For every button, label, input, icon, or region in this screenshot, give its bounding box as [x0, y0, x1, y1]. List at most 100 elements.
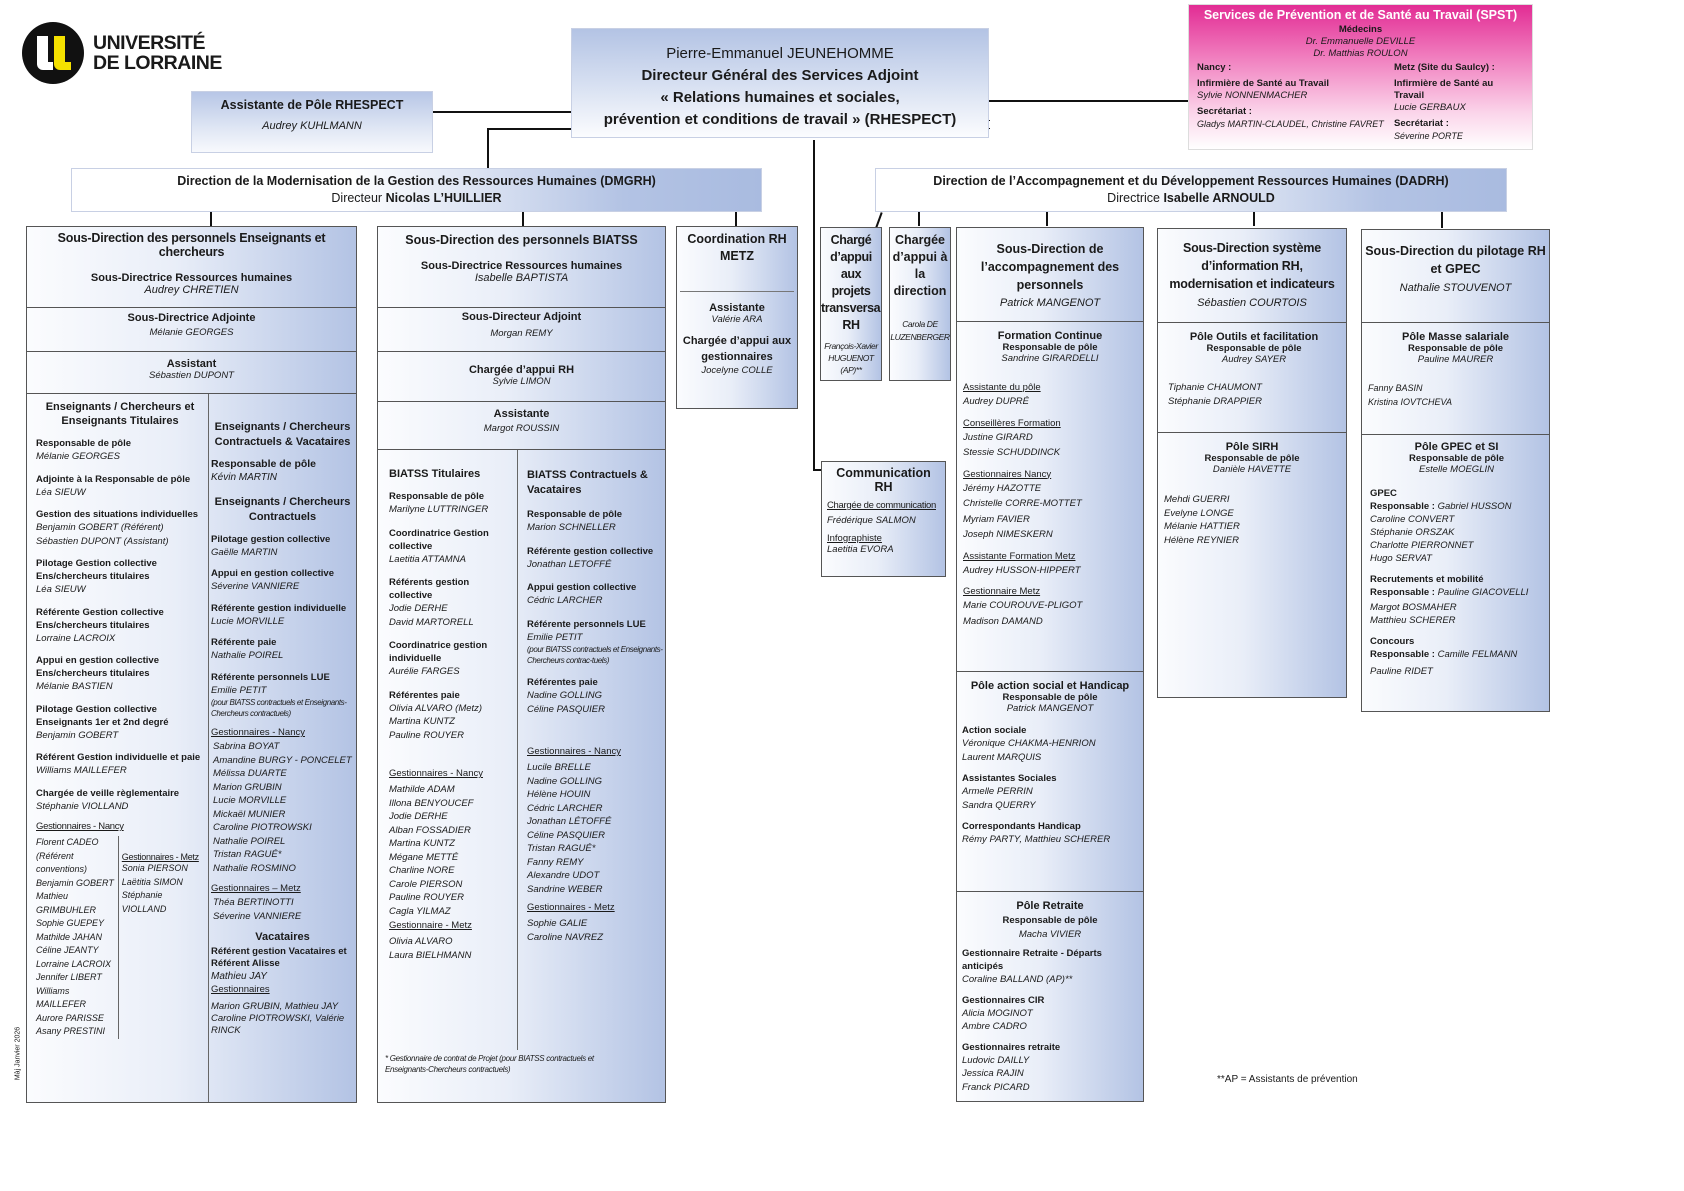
person-name: Rémy PARTY, Matthieu SCHERER	[962, 834, 1111, 845]
sd-biatss-s1-name: Isabelle BAPTISTA	[474, 272, 569, 284]
person-name: Céline PASQUIER	[527, 829, 605, 841]
ens-right-subtitle: Enseignants / Chercheurs Contractuels	[214, 495, 351, 523]
outils-resp-name: Audrey SAYER	[1221, 354, 1287, 365]
person-name: Ludovic DAILLY	[962, 1054, 1030, 1066]
role-label: Appui en gestion collective Ens/chercheu…	[36, 655, 159, 679]
connector	[487, 128, 489, 168]
person-name: Nathalie ROSMINO	[213, 862, 296, 874]
gpec-resp-label: Responsable de pôle	[1408, 453, 1505, 464]
person-name: Mathilde ADAM	[389, 784, 455, 795]
role-group: Gestionnaire Retraite - Départs anticipé…	[962, 947, 1138, 987]
charge-projets-name: François-Xavier HUGUENOT (AP)**	[824, 341, 878, 375]
recr-resp-prefix: Responsable :	[1370, 587, 1435, 598]
director-scope-line1: « Relations humaines et sociales,	[660, 89, 900, 106]
ap-footnote: **AP = Assistants de prévention	[1217, 1074, 1358, 1085]
person-name: Mélissa DUARTE	[213, 768, 287, 779]
role-label: Assistante Formation Metz	[963, 550, 1076, 562]
connector	[918, 212, 920, 226]
spst-medecin: Dr. Emmanuelle DEVILLE	[1305, 36, 1416, 47]
person-name: Sébastien DUPONT (Assistant)	[36, 535, 169, 547]
spst-title: Services de Prévention et de Santé au Tr…	[1203, 8, 1518, 22]
person-name: Alban FOSSADIER	[389, 824, 471, 836]
sd-biatss-title: Sous-Direction des personnels BIATSS	[405, 233, 638, 247]
recr-resp: Pauline GIACOVELLI	[1437, 587, 1529, 598]
social-title: Pôle action social et Handicap	[970, 680, 1130, 692]
role-label: Pilotage Gestion collective Enseignants …	[36, 703, 169, 728]
sirh-resp-label: Responsable de pôle	[1204, 453, 1300, 464]
role-label: Appui en gestion collective	[211, 568, 334, 579]
sd-pilotage-name: Nathalie STOUVENOT	[1399, 282, 1512, 294]
communication-rh-box: Communication RH Chargée de communicatio…	[821, 461, 946, 577]
dmgrh-role: Directeur	[331, 191, 383, 205]
person-name: Lorraine LACROIX	[36, 958, 112, 969]
person-name: Nadine GOLLING	[527, 775, 602, 787]
role-group: Pilotage Gestion collective Enseignants …	[36, 703, 204, 743]
person-name: Hugo SERVAT	[1370, 553, 1432, 564]
role-note: (pour BIATSS contractuels et Enseignants…	[211, 698, 347, 718]
person-name: Emilie PETIT	[527, 631, 583, 643]
person-name: Séverine VANNIERE	[213, 910, 302, 922]
gpec-pole-title: Pôle GPEC et SI	[1414, 441, 1499, 453]
person-name: Stéphanie VIOLLAND	[121, 890, 167, 914]
person-name: Coraline BALLAND (AP)**	[962, 974, 1073, 985]
role-label: Action sociale	[962, 725, 1027, 736]
person-name: Olivia ALVARO (Metz)	[389, 702, 483, 714]
person-name: Asany PRESTINI	[36, 1026, 106, 1036]
sd-biatss-s3-name: Sylvie LIMON	[492, 376, 551, 387]
person-name: David MARTORELL	[389, 616, 474, 628]
sd-si-name: Sébastien COURTOIS	[1197, 297, 1307, 309]
assistante-pole-title: Assistante de Pôle RHESPECT	[220, 98, 404, 112]
logo-line1: UNIVERSITÉ	[93, 32, 206, 54]
charge-direction-title: Chargée d’appui à la direction	[892, 233, 948, 298]
person-name: Mehdi GUERRI	[1164, 494, 1230, 505]
biatss-right-gest-nancy-label: Gestionnaires - Nancy	[527, 746, 621, 757]
ens-left-title: Enseignants / Chercheurs et Enseignants …	[45, 401, 195, 427]
person-name: Myriam FAVIER	[963, 513, 1030, 525]
spst-metz-inf: Lucie GERBAUX	[1393, 102, 1466, 113]
connector	[989, 120, 990, 121]
ens-right-gest-nancy-label: Gestionnaires - Nancy	[211, 727, 305, 738]
gpec-resp-prefix: Responsable :	[1370, 501, 1435, 512]
person-name: Aurélie FARGES	[389, 666, 460, 677]
person-name: Véronique CHAKMA-HENRION	[962, 738, 1096, 749]
person-name: Martina KUNTZ	[389, 716, 455, 727]
person-name: Martina KUNTZ	[389, 838, 455, 849]
masse-resp-name: Pauline MAURER	[1417, 354, 1494, 365]
connector	[875, 212, 883, 228]
person-name: Audrey HUSSON-HIPPERT	[963, 564, 1081, 576]
connector	[735, 212, 737, 226]
person-name: Jodie DERHE	[389, 603, 448, 614]
person-name: Williams MAILLEFER	[36, 765, 127, 776]
person-name: Aurore PARISSE	[36, 1012, 104, 1023]
sd-pilotage-box: Sous-Direction du pilotage RH et GPEC Na…	[1361, 229, 1550, 712]
charge-projets-box: Chargé d’appui aux projets transversaux …	[820, 227, 882, 381]
person-name: Cagla YILMAZ	[389, 905, 451, 917]
connector	[813, 140, 815, 470]
sd-enseignants-box: Sous-Direction des personnels Enseignant…	[26, 226, 357, 1103]
person-name: Sandrine WEBER	[527, 883, 603, 895]
dmgrh-director: Nicolas L’HUILLIER	[385, 191, 502, 205]
person-name: Tristan RAGUÉ*	[527, 843, 596, 854]
sd-biatss-s4-label: Assistante	[493, 408, 550, 420]
role-label: Référente gestion individuelle	[211, 602, 347, 614]
person-name: Fanny BASIN	[1368, 383, 1423, 393]
person-name: Céline JEANTY	[36, 945, 99, 955]
dmgrh-title: Direction de la Modernisation de la Gest…	[177, 174, 656, 188]
formation-resp-name: Sandrine GIRARDELLI	[1001, 353, 1099, 364]
conc-label: Concours	[1370, 636, 1415, 647]
person-name: Hélène REYNIER	[1164, 534, 1239, 546]
person-name: Sophie GALIE	[527, 918, 588, 929]
dmgrh-header: Direction de la Modernisation de la Gest…	[71, 168, 762, 212]
person-name: Pauline ROUYER	[389, 892, 464, 903]
role-label: Référentes paie	[527, 677, 598, 688]
role-label: Référente personnels LUE	[527, 618, 646, 630]
spst-metz-sec: Séverine PORTE	[1393, 131, 1463, 141]
